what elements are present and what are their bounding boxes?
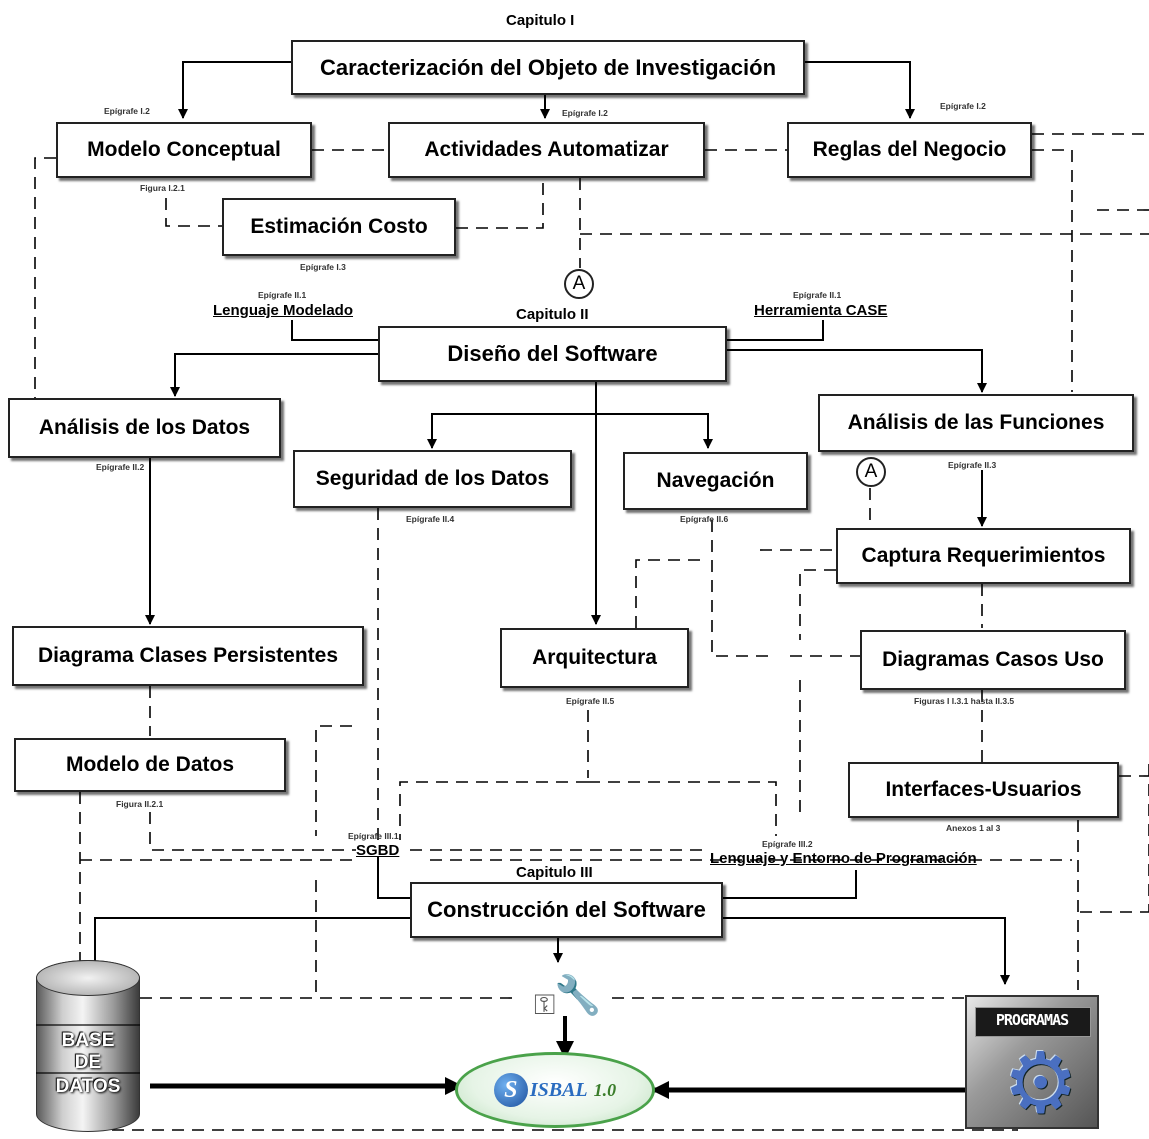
- database-label-line: DE: [74, 1052, 102, 1073]
- ref-epigrafe: Epígrafe I.3: [300, 262, 346, 272]
- database-icon: BASE DE DATOS: [36, 960, 140, 1132]
- wrench-icon: 🔧: [554, 975, 602, 1017]
- database-label-line: BASE: [61, 1030, 115, 1051]
- ref-epigrafe: Epígrafe I.2: [104, 106, 150, 116]
- key-icon: ⚿: [534, 989, 556, 1020]
- box-caracterizacion: Caracterización del Objeto de Investigac…: [291, 40, 805, 95]
- chapter-1-label: Capitulo I: [506, 12, 575, 29]
- box-construccion-software: Construcción del Software: [410, 882, 723, 938]
- ref-epigrafe: Epígrafe II.6: [680, 514, 729, 524]
- database-ring: [36, 1072, 140, 1074]
- box-diagramas-casos-uso: Diagramas Casos Uso: [860, 630, 1126, 690]
- programs-icon: PROGRAMAS ⚙: [965, 995, 1107, 1133]
- box-analisis-funciones: Análisis de las Funciones: [818, 394, 1134, 452]
- ref-epigrafe: Epígrafe I.2: [940, 101, 986, 111]
- box-navegacion: Navegación: [623, 452, 808, 510]
- chapter-2-label: Capitulo II: [516, 306, 589, 323]
- arrow-to-analisis-funciones: [727, 349, 987, 393]
- database-ring: [36, 1024, 140, 1026]
- box-reglas-negocio: Reglas del Negocio: [787, 122, 1032, 178]
- box-seguridad-datos: Seguridad de los Datos: [293, 450, 572, 508]
- arrow-to-reglas: [805, 61, 915, 119]
- arrow-to-database: [90, 917, 410, 981]
- arrow-to-modelo-conceptual: [178, 61, 291, 119]
- connector-a: A: [856, 457, 886, 487]
- box-interfaces-usuarios: Interfaces-Usuarios: [848, 762, 1119, 818]
- ref-epigrafe: Epígrafe II.3: [948, 460, 997, 470]
- box-arquitectura: Arquitectura: [500, 628, 689, 688]
- line-herramienta-case: [727, 320, 824, 341]
- chapter-3-label: Capitulo III: [516, 864, 593, 881]
- gear-icon: ⚙: [1003, 1036, 1079, 1130]
- arrow-split-top: [431, 413, 709, 448]
- arrow-to-analisis-datos: [170, 353, 378, 397]
- box-analisis-datos: Análisis de los Datos: [8, 398, 281, 458]
- sisbal-logo: S ISBAL 1.0: [455, 1052, 655, 1128]
- label-lenguaje-entorno: Lenguaje y Entorno de Programación: [710, 850, 977, 867]
- connector-a: A: [564, 269, 594, 299]
- line-lenguaje-modelado: [291, 320, 378, 341]
- logo-version: 1.0: [593, 1079, 617, 1100]
- box-diseno-software: Diseño del Software: [378, 326, 727, 382]
- label-lenguaje-modelado: Lenguaje Modelado: [213, 302, 354, 319]
- box-captura-requerimientos: Captura Requerimientos: [836, 528, 1131, 584]
- logo-mark: S: [493, 1073, 528, 1107]
- ref-figura: Figura I.2.1: [140, 183, 185, 193]
- ref-figura: Figura II.2.1: [116, 799, 164, 809]
- label-herramienta-case: Herramienta CASE: [754, 302, 888, 319]
- ref-epigrafe: Epígrafe II.1: [258, 290, 307, 300]
- tools-icon: 🔧 ⚿: [530, 976, 601, 1026]
- ref-epigrafe: Epígrafe I.2: [562, 108, 608, 118]
- ref-epigrafe: Epígrafe II.2: [96, 462, 145, 472]
- box-estimacion-costo: Estimación Costo: [222, 198, 456, 256]
- line-sgbd: [377, 856, 410, 899]
- arrow-to-programs: [723, 917, 1010, 985]
- ref-anexos: Anexos 1 al 3: [946, 823, 1001, 833]
- line-lenguaje-entorno: [723, 870, 857, 899]
- ref-epigrafe: Epígrafe III.2: [762, 839, 813, 849]
- ref-epigrafe: Epígrafe II.5: [566, 696, 615, 706]
- box-diagrama-clases: Diagrama Clases Persistentes: [12, 626, 364, 686]
- database-top: [36, 960, 140, 996]
- box-modelo-datos: Modelo de Datos: [14, 738, 286, 792]
- logo-name: ISBAL: [529, 1078, 588, 1101]
- programs-plate: [975, 1007, 1091, 1037]
- ref-epigrafe: Epígrafe II.4: [406, 514, 455, 524]
- ref-epigrafe: Epígrafe II.1: [793, 290, 842, 300]
- box-modelo-conceptual: Modelo Conceptual: [56, 122, 312, 178]
- ref-epigrafe: Epígrafe III.1: [348, 831, 399, 841]
- label-sgbd: SGBD: [356, 842, 400, 859]
- box-actividades-automatizar: Actividades Automatizar: [388, 122, 705, 178]
- programs-label: PROGRAMAS: [995, 1011, 1069, 1029]
- ref-figuras: Figuras I I.3.1 hasta II.3.5: [914, 696, 1015, 706]
- database-label-line: DATOS: [55, 1076, 121, 1097]
